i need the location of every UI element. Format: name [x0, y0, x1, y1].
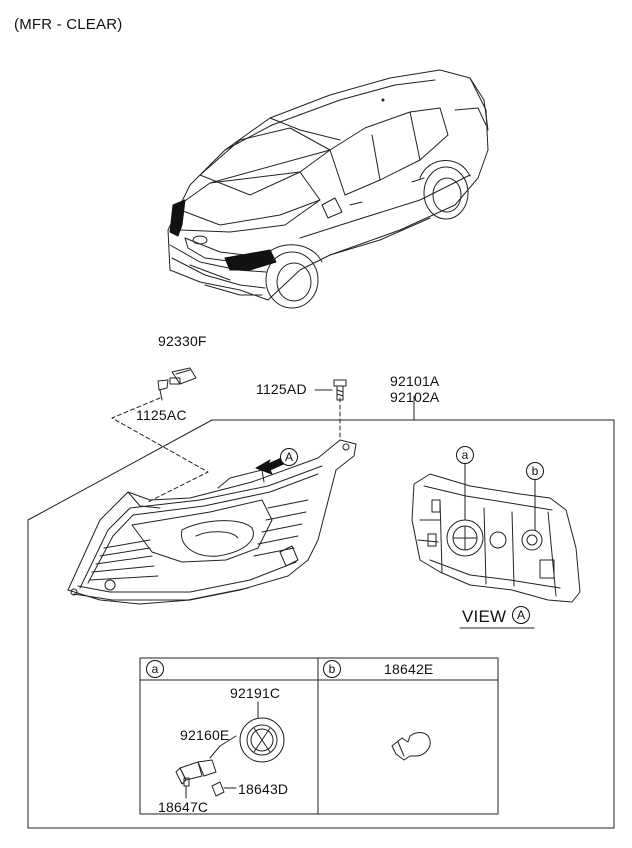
bulb-18643d-drawing — [211, 781, 237, 797]
assembly-frame — [27, 419, 615, 829]
part-number-1125ac: 1125AC — [136, 407, 187, 423]
seal-92191c-drawing — [239, 701, 285, 763]
table-col-b-marker: b — [323, 660, 341, 678]
bulb-18642e-drawing — [391, 732, 431, 761]
bolt-1125ad-drawing — [333, 379, 347, 401]
part-number-92102a: 92102A — [390, 389, 440, 405]
part-number-18647c: 18647C — [158, 799, 209, 815]
part-number-92330f: 92330F — [158, 333, 207, 349]
view-letter-circle: A — [512, 606, 530, 624]
part-number-18643d: 18643D — [238, 781, 289, 797]
arrow-view-marker: A — [280, 448, 298, 466]
car-illustration — [167, 69, 489, 309]
leveling-actuator-drawing — [157, 367, 197, 401]
part-number-92191c: 92191C — [230, 685, 281, 701]
table-col-a-marker: a — [146, 660, 164, 678]
part-number-1125ad: 1125AD — [256, 381, 307, 397]
view-label: VIEW — [462, 607, 507, 626]
marker-a-circle: a — [456, 446, 474, 464]
marker-b-circle: b — [526, 462, 544, 480]
bulb-holder-drawing — [175, 735, 237, 799]
car-left-headlamp-highlight — [169, 199, 186, 237]
part-number-92160e: 92160E — [180, 727, 230, 743]
car-right-headlamp-highlight — [224, 249, 277, 271]
headlamp-assembly-drawing — [67, 439, 357, 605]
view-a-drawing — [411, 461, 581, 603]
parts-table-grid — [139, 657, 499, 815]
page-title: (MFR - CLEAR) — [14, 16, 123, 33]
part-number-92101a: 92101A — [390, 373, 440, 389]
table-col-b-title: 18642E — [384, 661, 434, 677]
